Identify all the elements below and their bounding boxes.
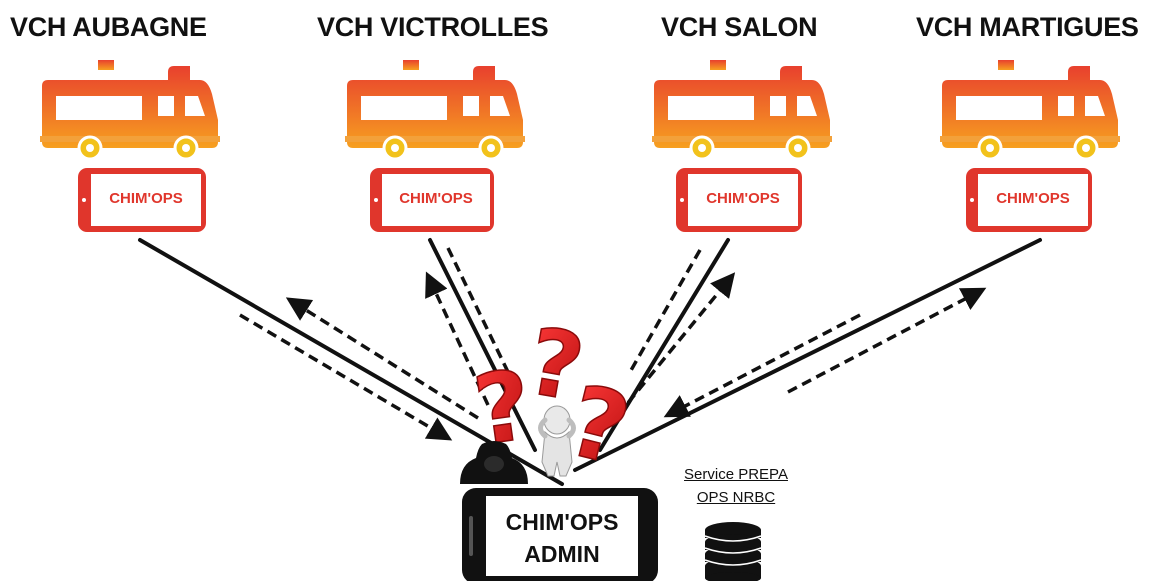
phone-salon-icon (676, 168, 802, 232)
app-label-victrolles: CHIM'OPS (399, 190, 473, 207)
hacker-silhouette-icon (460, 441, 528, 484)
solid-line-victrolles (428, 238, 537, 452)
phone-aubagne-icon (78, 168, 206, 232)
solid-line-salon (598, 238, 730, 452)
dashed-arrows (239, 247, 987, 441)
service-label-line2: OPS NRBC (696, 489, 776, 506)
truck-martigues-icon (938, 58, 1122, 158)
dashed-arrow-martigues-out (787, 287, 987, 394)
dashed-arrow-salon-in (628, 249, 702, 373)
thinking-person-icon (538, 405, 576, 477)
truck-aubagne-icon (38, 58, 222, 158)
admin-phone-icon (462, 488, 658, 581)
station-label-salon: VCH SALON (661, 12, 818, 42)
dashed-arrow-victrolles-in (446, 247, 510, 373)
station-label-martigues: VCH MARTIGUES (916, 12, 1139, 42)
app-label-salon: CHIM'OPS (706, 190, 780, 207)
dashed-arrow-aubagne-in (239, 313, 453, 441)
dashed-arrow-martigues-in (663, 313, 861, 418)
phone-victrolles-icon (370, 168, 494, 232)
app-label-martigues: CHIM'OPS (996, 190, 1070, 207)
dashed-arrow-victrolles-out (425, 271, 490, 406)
database-icon (705, 522, 761, 581)
admin-line2: ADMIN (524, 541, 600, 567)
station-label-victrolles: VCH VICTROLLES (317, 12, 549, 42)
phone-martigues-icon (966, 168, 1092, 232)
admin-title: CHIM'OPS ADMIN (486, 506, 638, 570)
service-label-line1: Service PREPA (684, 466, 788, 483)
solid-line-martigues (573, 238, 1042, 472)
app-label-aubagne: CHIM'OPS (109, 190, 183, 207)
truck-victrolles-icon (343, 58, 527, 158)
station-label-aubagne: VCH AUBAGNE (10, 12, 207, 42)
dashed-arrow-salon-out (616, 272, 736, 417)
database-stripes (704, 535, 762, 566)
dashed-arrow-aubagne-out (285, 297, 479, 420)
admin-line1: CHIM'OPS (505, 509, 619, 535)
truck-salon-icon (650, 58, 834, 158)
